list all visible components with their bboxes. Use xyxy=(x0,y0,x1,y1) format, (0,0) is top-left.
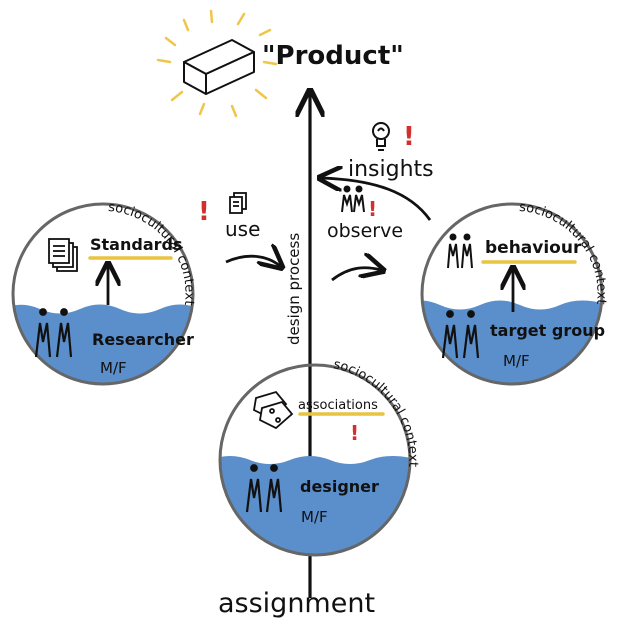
standards-stack-icon xyxy=(48,238,78,272)
observe-arrow xyxy=(331,268,381,282)
target-group-gender: M/F xyxy=(503,352,530,370)
behaviour-label: behaviour xyxy=(485,238,582,258)
designer-circle: associations ! designer M/F sociocultura… xyxy=(218,357,420,557)
target-group-circle: behaviour target group M/F sociocultural… xyxy=(420,200,609,386)
researcher-label: Researcher xyxy=(92,330,194,349)
assignment-label: assignment xyxy=(218,588,375,619)
observe-label: observe xyxy=(327,220,403,242)
document-icon xyxy=(229,192,247,214)
observe-feedback-arrow xyxy=(322,178,432,221)
price-tags-icon xyxy=(253,390,294,430)
associations-exclaim: ! xyxy=(350,421,359,445)
designer-gender: M/F xyxy=(301,508,328,526)
observe-exclaim: ! xyxy=(368,197,377,221)
sun-rays-icon xyxy=(156,9,278,118)
use-label: use xyxy=(225,217,260,241)
researcher-circle: Standards Researcher M/F sociocultural c… xyxy=(11,200,197,386)
researcher-gender: M/F xyxy=(100,359,127,377)
person-pair-icon xyxy=(245,464,283,513)
observe-people-icon xyxy=(447,233,473,269)
use-arrow xyxy=(225,256,280,266)
observe-people-icon xyxy=(341,185,365,213)
product-box-icon xyxy=(156,9,278,118)
person-pair-icon xyxy=(441,310,480,359)
insights-label: insights xyxy=(348,157,434,182)
insights-exclaim: ! xyxy=(403,122,415,152)
target-group-label: target group xyxy=(490,321,605,340)
design-process-label: design process xyxy=(285,233,303,345)
designer-label: designer xyxy=(300,477,379,496)
standards-label: Standards xyxy=(90,235,182,254)
person-pair-icon xyxy=(34,308,73,358)
product-label: "Product" xyxy=(262,41,404,71)
use-exclaim: ! xyxy=(198,197,210,227)
lightbulb-icon xyxy=(372,122,390,151)
associations-label: associations xyxy=(298,398,378,413)
